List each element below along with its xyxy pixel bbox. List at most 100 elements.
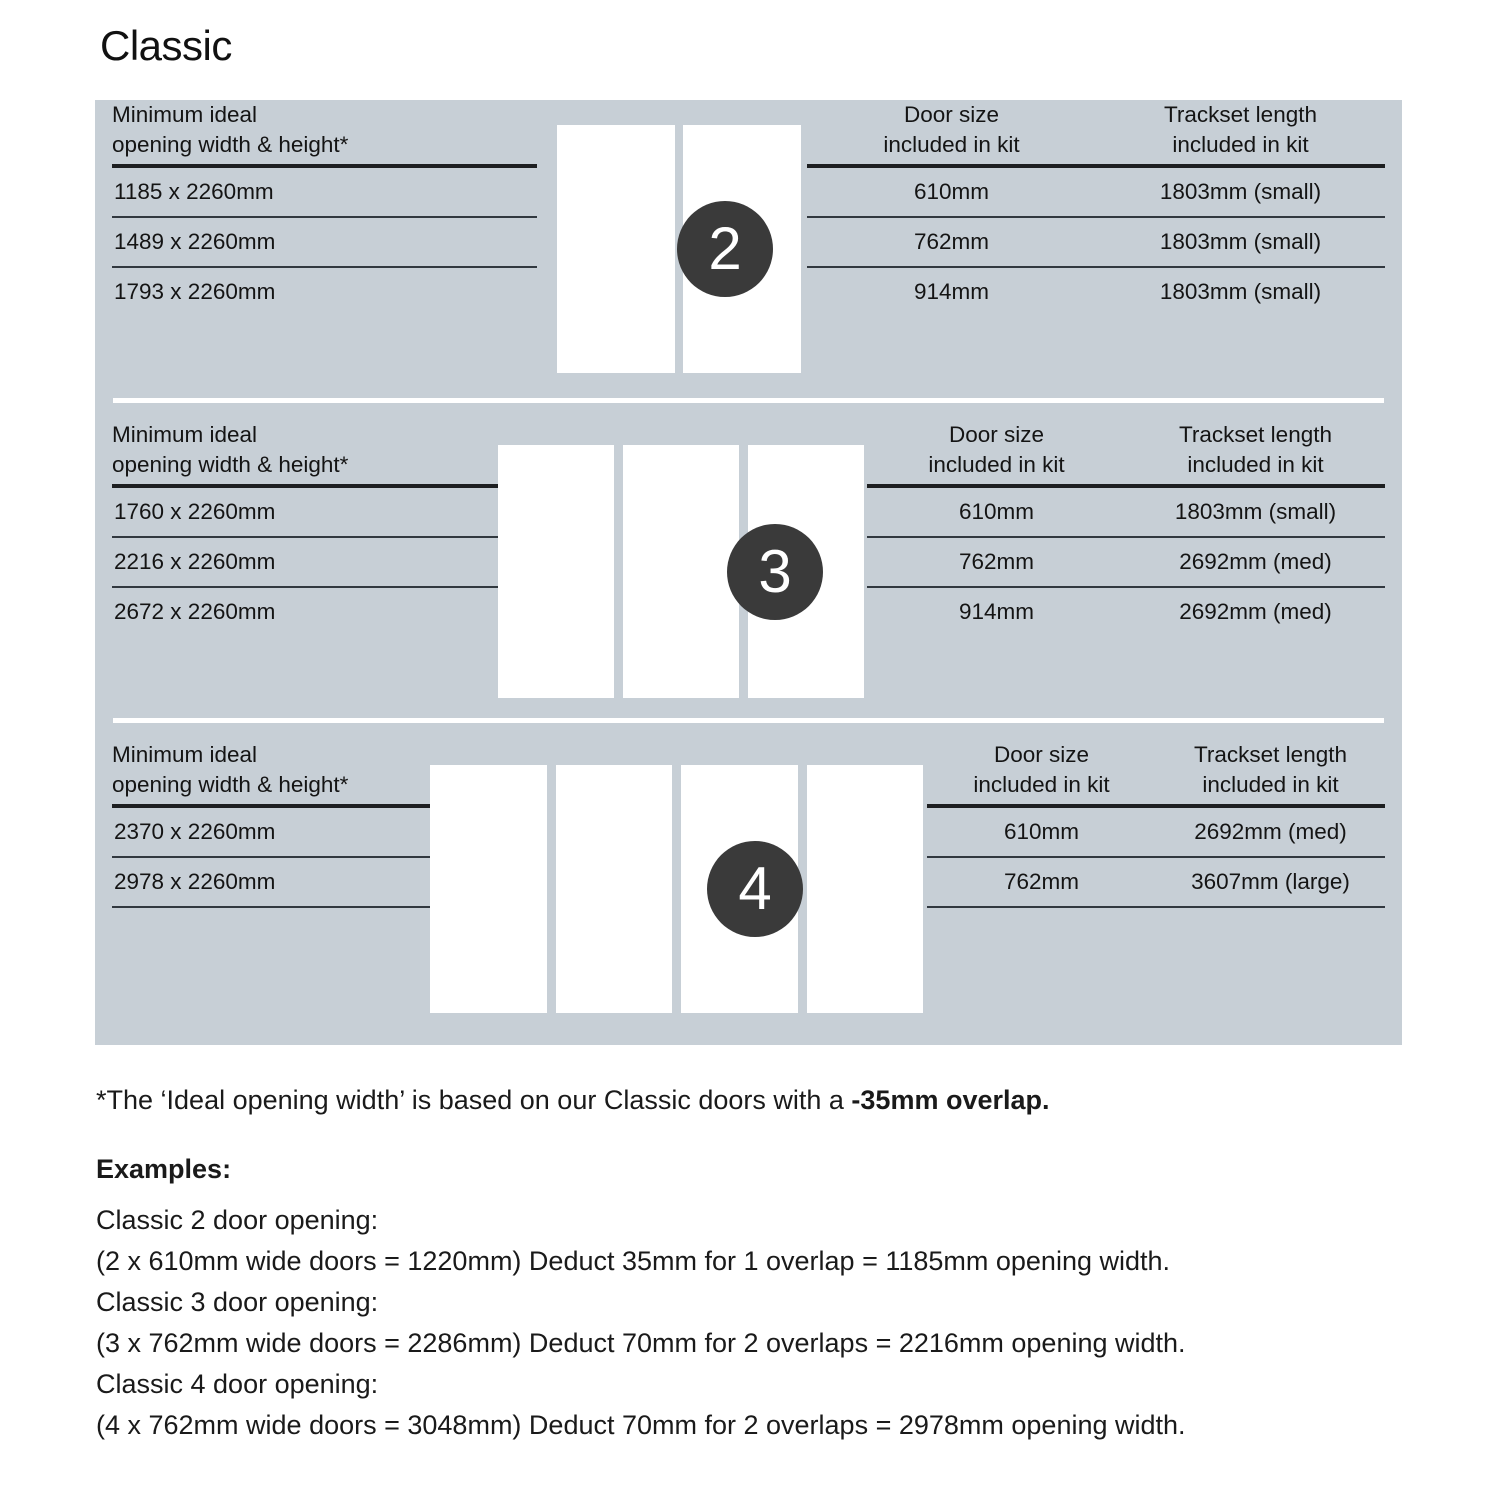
overlap-footnote: *The ‘Ideal opening width’ is based on o… bbox=[96, 1082, 1050, 1118]
door-size-value: 762mm bbox=[913, 229, 990, 254]
page-title: Classic bbox=[100, 22, 232, 69]
section-3-door: Minimum ideal opening width & height* 17… bbox=[95, 420, 1402, 718]
opening-value: 2978 x 2260mm bbox=[114, 869, 276, 894]
table-row: 1489 x 2260mm bbox=[112, 218, 537, 266]
opening-column-2door: Minimum ideal opening width & height* 11… bbox=[112, 100, 537, 316]
trackset-value: 1803mm (small) bbox=[1159, 179, 1322, 204]
trackset-header: Trackset length included in kit bbox=[1096, 100, 1385, 160]
trackset-header-line2: included in kit bbox=[1187, 452, 1324, 477]
opening-header-line1: Minimum ideal bbox=[112, 742, 258, 767]
door-panel bbox=[623, 445, 739, 698]
row-rule bbox=[927, 856, 1385, 858]
opening-header-line2: opening width & height* bbox=[112, 772, 349, 797]
table-row: 914mm 2692mm (med) bbox=[867, 588, 1385, 636]
table-row: 2672 x 2260mm bbox=[112, 588, 537, 636]
trackset-header-line2: included in kit bbox=[1202, 772, 1339, 797]
table-row: 1793 x 2260mm bbox=[112, 268, 537, 316]
kit-column-headers: Door size included in kit Trackset lengt… bbox=[867, 420, 1385, 484]
door-size-value: 610mm bbox=[958, 499, 1035, 524]
trackset-value: 1803mm (small) bbox=[1174, 499, 1337, 524]
row-rule bbox=[112, 856, 537, 858]
door-diagram-4 bbox=[430, 765, 923, 1013]
door-panel bbox=[430, 765, 547, 1013]
opening-value: 2672 x 2260mm bbox=[114, 599, 276, 624]
door-size-header-line1: Door size bbox=[993, 742, 1090, 767]
opening-value: 1793 x 2260mm bbox=[114, 279, 276, 304]
trackset-header-line1: Trackset length bbox=[1164, 102, 1317, 127]
trackset-header-line1: Trackset length bbox=[1194, 742, 1347, 767]
opening-value: 2216 x 2260mm bbox=[114, 549, 276, 574]
example-line: (2 x 610mm wide doors = 1220mm) Deduct 3… bbox=[96, 1246, 1171, 1276]
section-2-door: Minimum ideal opening width & height* 11… bbox=[95, 100, 1402, 398]
examples-body: Classic 2 door opening: (2 x 610mm wide … bbox=[96, 1200, 1186, 1446]
trackset-header-line1: Trackset length bbox=[1179, 422, 1332, 447]
door-size-value: 762mm bbox=[1003, 869, 1080, 894]
header-rule bbox=[112, 164, 537, 168]
header-rule bbox=[867, 484, 1385, 488]
row-rule bbox=[112, 906, 537, 908]
specification-panel: Minimum ideal opening width & height* 11… bbox=[95, 100, 1402, 1045]
door-count-badge: 2 bbox=[677, 201, 773, 297]
door-size-header-line2: included in kit bbox=[973, 772, 1110, 797]
table-row: 2216 x 2260mm bbox=[112, 538, 537, 586]
door-panel bbox=[557, 125, 675, 373]
door-size-value: 610mm bbox=[1003, 819, 1080, 844]
trackset-value: 3607mm (large) bbox=[1191, 869, 1350, 894]
door-size-value: 914mm bbox=[913, 279, 990, 304]
kit-columns-2door: Door size included in kit Trackset lengt… bbox=[807, 100, 1385, 316]
opening-value: 1185 x 2260mm bbox=[114, 179, 274, 204]
row-rule bbox=[112, 266, 537, 268]
door-size-value: 610mm bbox=[913, 179, 990, 204]
table-row: 610mm 2692mm (med) bbox=[927, 808, 1385, 856]
table-row: 1185 x 2260mm bbox=[112, 168, 537, 216]
trackset-value: 1803mm (small) bbox=[1159, 279, 1322, 304]
door-size-header: Door size included in kit bbox=[867, 420, 1126, 480]
door-size-header-line1: Door size bbox=[903, 102, 1000, 127]
door-size-value: 914mm bbox=[958, 599, 1035, 624]
opening-column-header: Minimum ideal opening width & height* bbox=[112, 100, 537, 164]
opening-header-line1: Minimum ideal bbox=[112, 102, 258, 127]
trackset-value: 1803mm (small) bbox=[1159, 229, 1322, 254]
example-line: Classic 3 door opening: bbox=[96, 1287, 379, 1317]
example-line: Classic 4 door opening: bbox=[96, 1369, 379, 1399]
row-rule bbox=[112, 586, 537, 588]
table-row: 610mm 1803mm (small) bbox=[867, 488, 1385, 536]
section-divider bbox=[113, 718, 1384, 723]
door-size-header-line1: Door size bbox=[948, 422, 1045, 447]
header-rule bbox=[112, 484, 537, 488]
footnote-emphasis: -35mm overlap. bbox=[851, 1085, 1050, 1115]
footnote-text: *The ‘Ideal opening width’ is based on o… bbox=[96, 1085, 852, 1115]
row-rule bbox=[112, 216, 537, 218]
opening-value: 2370 x 2260mm bbox=[114, 819, 276, 844]
examples-heading: Examples: bbox=[96, 1154, 232, 1184]
kit-column-headers: Door size included in kit Trackset lengt… bbox=[927, 740, 1385, 804]
opening-header-line1: Minimum ideal bbox=[112, 422, 258, 447]
door-size-header: Door size included in kit bbox=[807, 100, 1096, 160]
opening-column-4door: Minimum ideal opening width & height* 23… bbox=[112, 740, 537, 908]
opening-value: 1489 x 2260mm bbox=[114, 229, 276, 254]
row-rule bbox=[807, 266, 1385, 268]
header-rule bbox=[927, 804, 1385, 808]
opening-column-3door: Minimum ideal opening width & height* 17… bbox=[112, 420, 537, 636]
table-row: 2370 x 2260mm bbox=[112, 808, 537, 856]
row-rule bbox=[927, 906, 1385, 908]
table-row: 2978 x 2260mm bbox=[112, 858, 537, 906]
door-size-value: 762mm bbox=[958, 549, 1035, 574]
door-count-badge: 3 bbox=[727, 524, 823, 620]
row-rule bbox=[867, 586, 1385, 588]
example-line: (3 x 762mm wide doors = 2286mm) Deduct 7… bbox=[96, 1328, 1186, 1358]
trackset-header: Trackset length included in kit bbox=[1126, 420, 1385, 480]
opening-header-line2: opening width & height* bbox=[112, 452, 349, 477]
trackset-header: Trackset length included in kit bbox=[1156, 740, 1385, 800]
door-size-header-line2: included in kit bbox=[928, 452, 1065, 477]
header-rule bbox=[807, 164, 1385, 168]
row-rule bbox=[867, 536, 1385, 538]
table-row: 914mm 1803mm (small) bbox=[807, 268, 1385, 316]
kit-columns-4door: Door size included in kit Trackset lengt… bbox=[927, 740, 1385, 908]
trackset-value: 2692mm (med) bbox=[1179, 549, 1332, 574]
door-panel bbox=[806, 765, 923, 1013]
table-row: 762mm 1803mm (small) bbox=[807, 218, 1385, 266]
opening-column-header: Minimum ideal opening width & height* bbox=[112, 740, 537, 804]
section-divider bbox=[113, 398, 1384, 403]
